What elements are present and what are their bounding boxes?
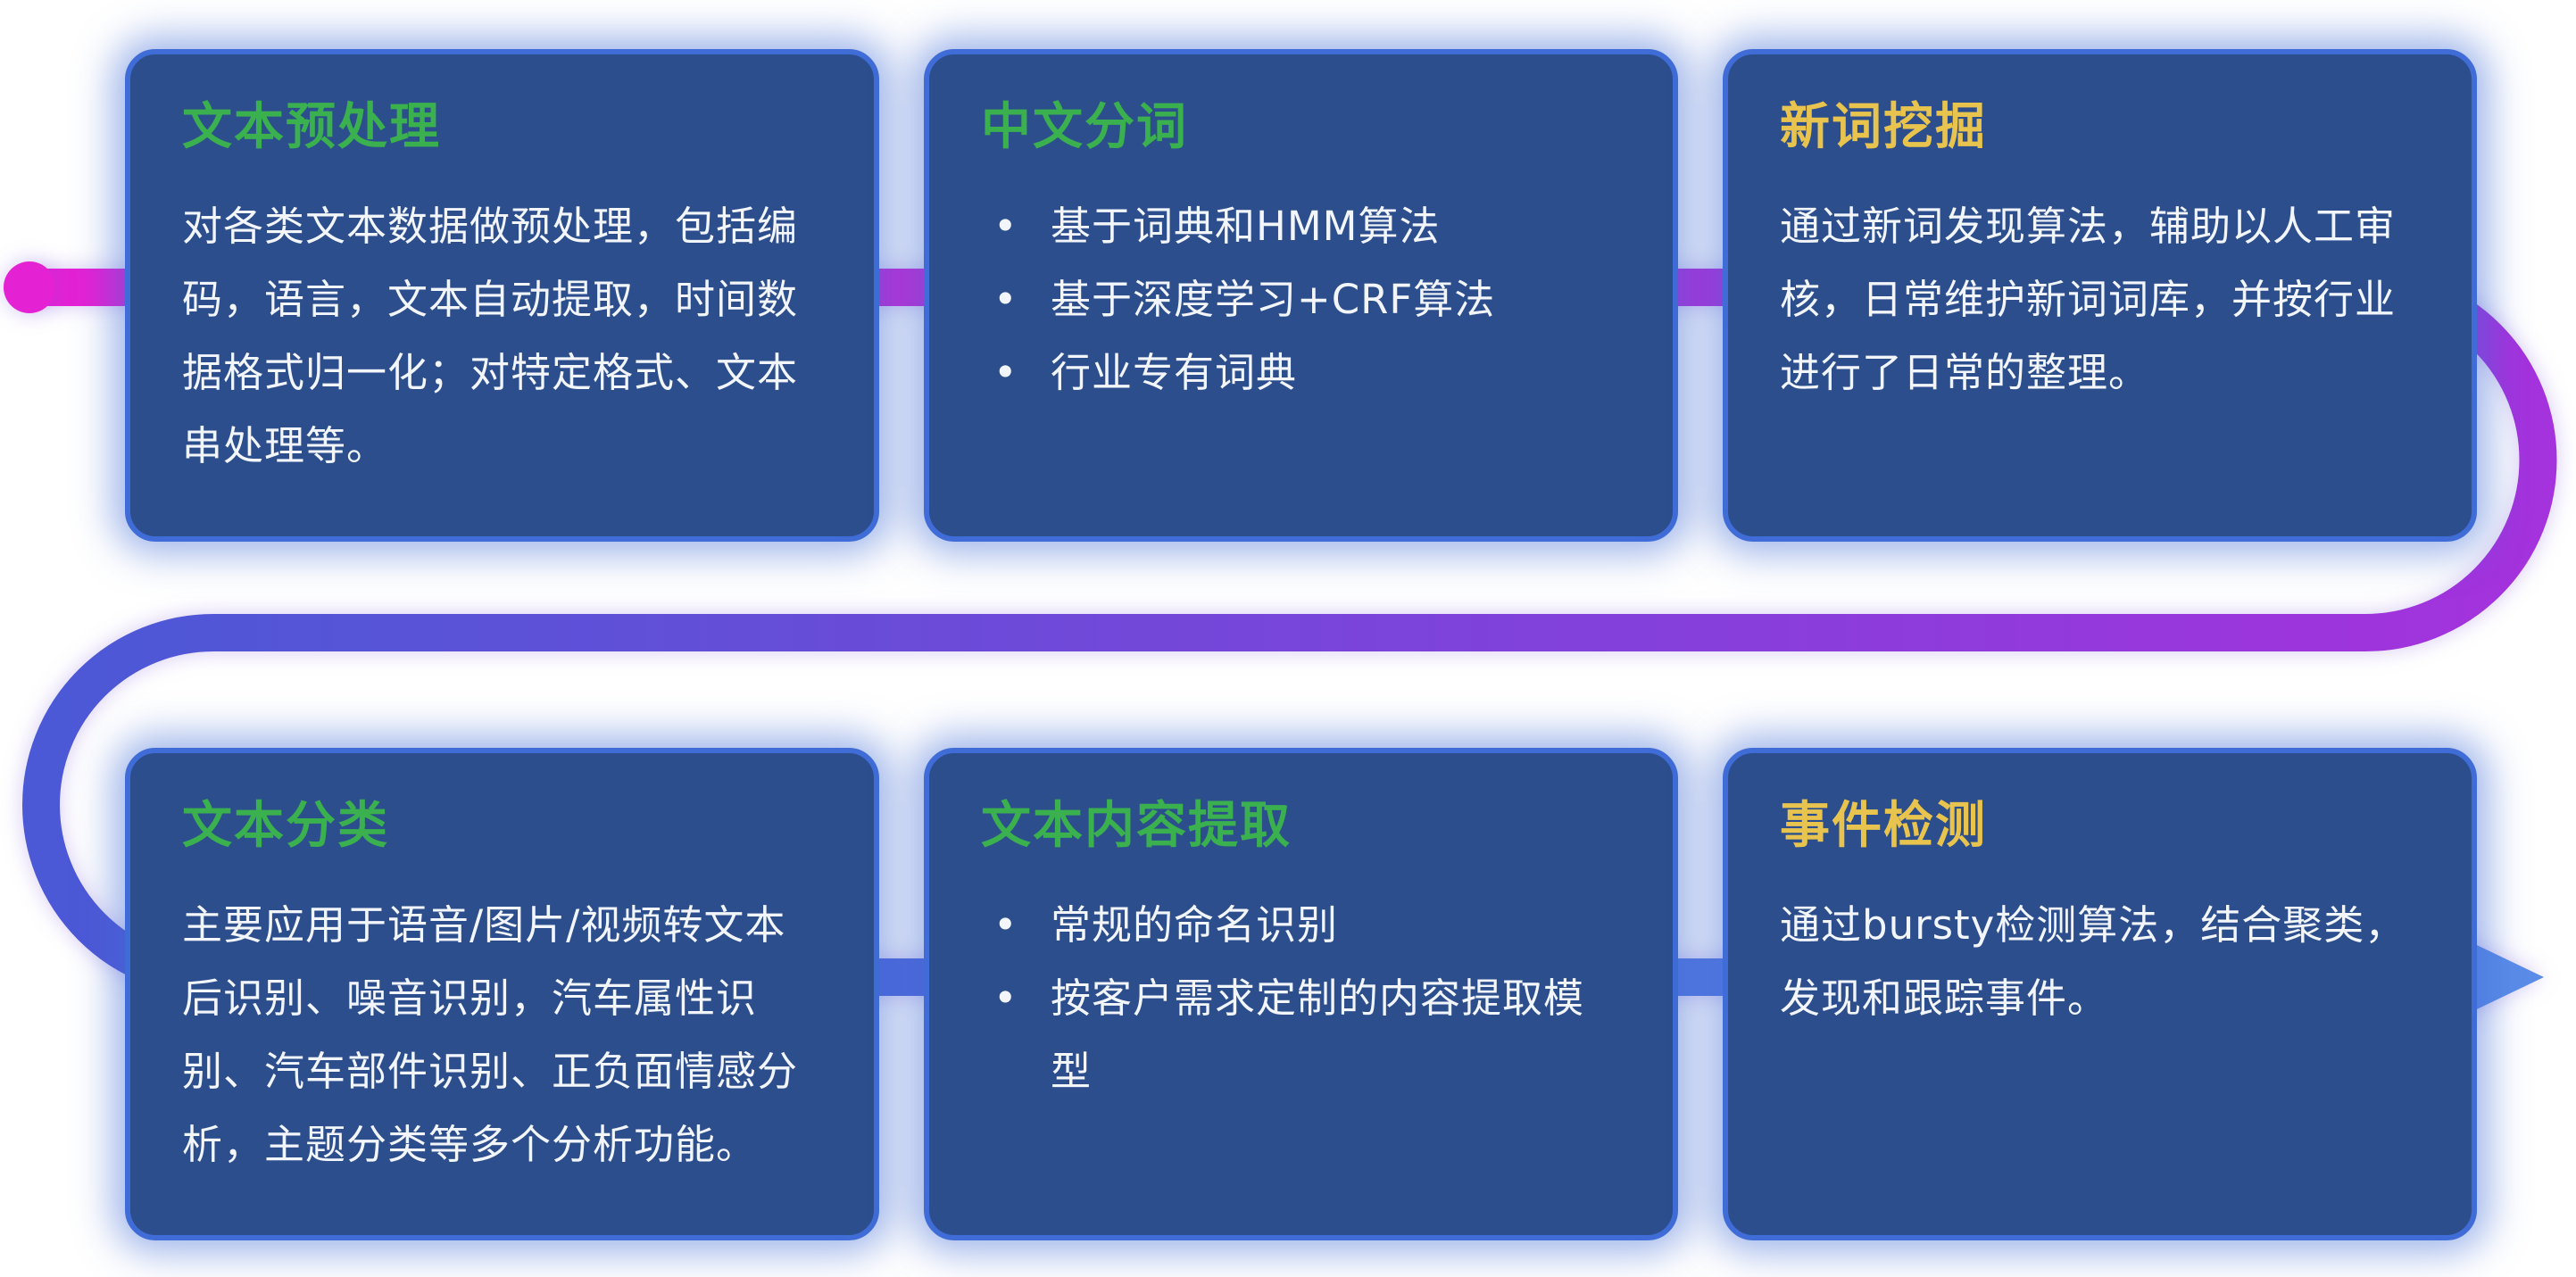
bullet-item: 行业专有词典 <box>981 336 1621 410</box>
flow-arrowhead-icon <box>2460 937 2544 1017</box>
card-title: 文本分类 <box>182 797 389 855</box>
card-text-preprocessing: 文本预处理 对各类文本数据做预处理，包括编码，语言，文本自动提取，时间数据格式归… <box>125 49 879 542</box>
card-new-word-mining: 新词挖掘 通过新词发现算法，辅助以人工审核，日常维护新词词库，并按行业进行了日常… <box>1723 49 2477 542</box>
card-title: 文本预处理 <box>182 98 441 156</box>
bullet-item: 常规的命名识别 <box>981 889 1621 962</box>
card-bullet-list: 常规的命名识别 按客户需求定制的内容提取模型 <box>981 889 1621 1108</box>
card-text-content-extraction: 文本内容提取 常规的命名识别 按客户需求定制的内容提取模型 <box>924 748 1678 1240</box>
card-bullet-list: 基于词典和HMM算法 基于深度学习+CRF算法 行业专有词典 <box>981 190 1621 410</box>
bullet-item: 基于深度学习+CRF算法 <box>981 263 1621 336</box>
card-body: 对各类文本数据做预处理，包括编码，语言，文本自动提取，时间数据格式归一化；对特定… <box>182 203 799 470</box>
card-body: 通过新词发现算法，辅助以人工审核，日常维护新词词库，并按行业进行了日常的整理。 <box>1780 203 2397 397</box>
bullet-item: 按客户需求定制的内容提取模型 <box>981 962 1621 1108</box>
flow-start-dot <box>4 261 55 313</box>
card-title: 事件检测 <box>1780 797 1987 855</box>
card-body: 主要应用于语音/图片/视频转文本后识别、噪音识别，汽车属性识别、汽车部件识别、正… <box>182 901 799 1169</box>
card-event-detection: 事件检测 通过bursty检测算法，结合聚类，发现和跟踪事件。 <box>1723 748 2477 1240</box>
card-title: 文本内容提取 <box>981 797 1292 855</box>
card-text-classification: 文本分类 主要应用于语音/图片/视频转文本后识别、噪音识别，汽车属性识别、汽车部… <box>125 748 879 1240</box>
card-title: 新词挖掘 <box>1780 98 1987 156</box>
card-chinese-word-segmentation: 中文分词 基于词典和HMM算法 基于深度学习+CRF算法 行业专有词典 <box>924 49 1678 542</box>
flow-s-curve <box>22 269 2557 996</box>
bullet-item: 基于词典和HMM算法 <box>981 190 1621 263</box>
card-body: 通过bursty检测算法，结合聚类，发现和跟踪事件。 <box>1780 901 2406 1023</box>
card-title: 中文分词 <box>981 98 1188 156</box>
